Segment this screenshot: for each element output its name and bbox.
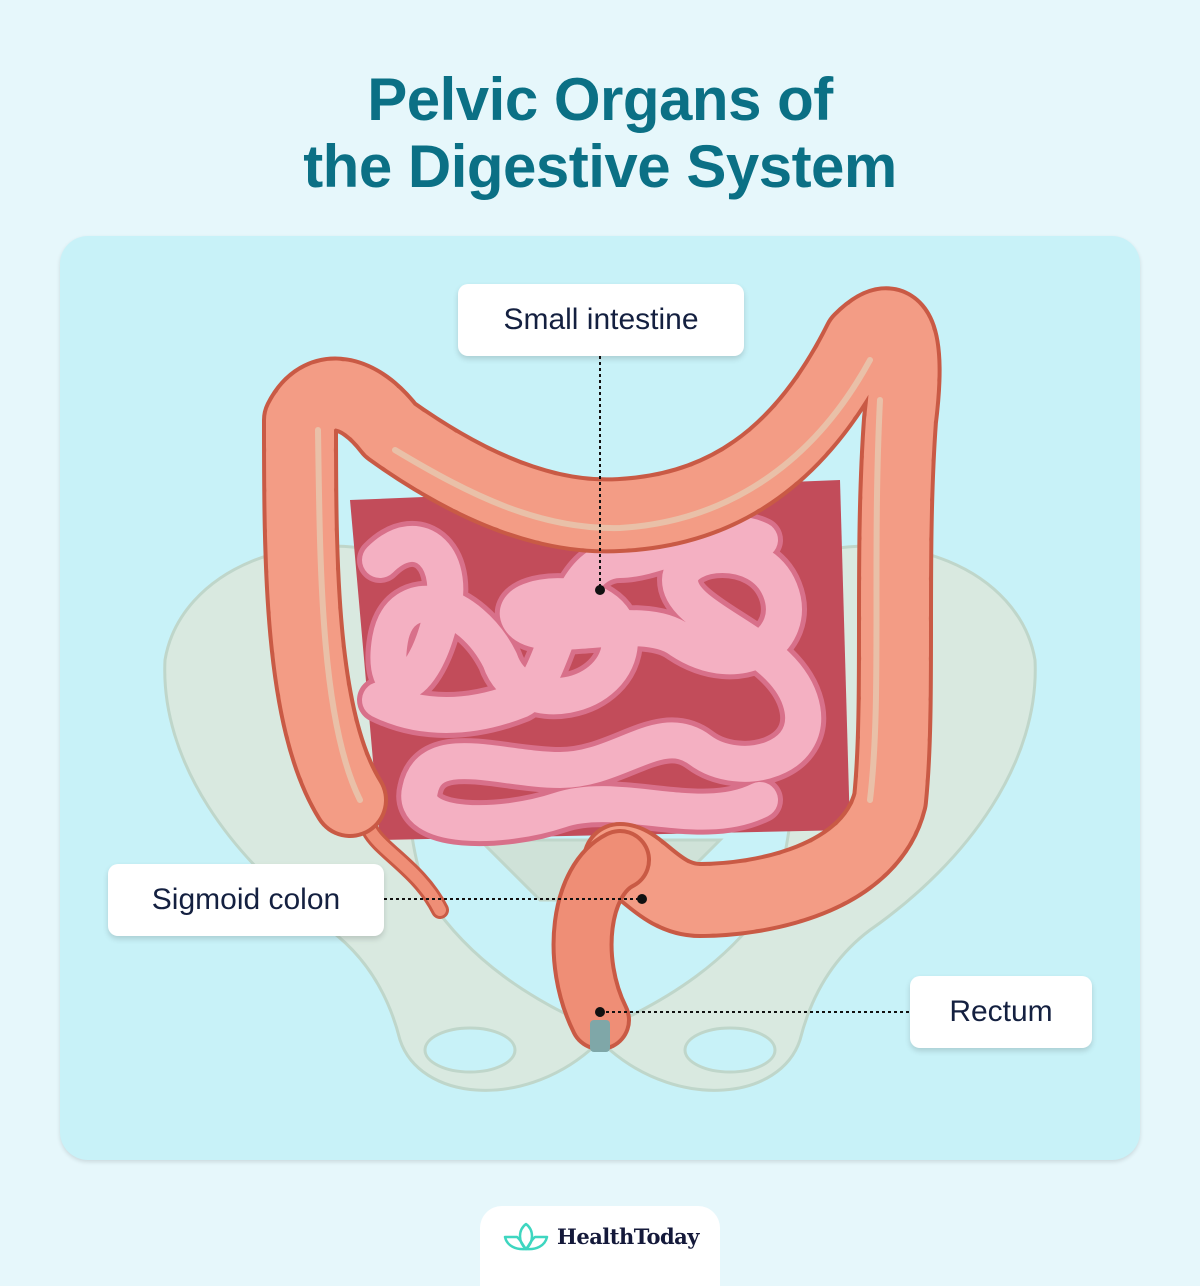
- brand-name: HealthToday: [557, 1224, 699, 1249]
- leader-dots: [595, 585, 647, 1017]
- leader-lines: [384, 356, 910, 1013]
- digestive-illustration: [163, 286, 1037, 1092]
- lotus-icon: [503, 1222, 549, 1251]
- small-intestine: [350, 480, 850, 847]
- label-sigmoid-colon: Sigmoid colon: [108, 864, 384, 936]
- page-title: Pelvic Organs of the Digestive System: [0, 66, 1200, 200]
- title-line-1: Pelvic Organs of: [367, 66, 833, 133]
- illustration-panel: [60, 236, 1140, 1160]
- colon: [262, 286, 942, 1051]
- title-line-2: the Digestive System: [303, 133, 897, 200]
- label-rectum: Rectum: [910, 976, 1092, 1048]
- anal-canal: [590, 1020, 610, 1052]
- label-small-intestine: Small intestine: [458, 284, 744, 356]
